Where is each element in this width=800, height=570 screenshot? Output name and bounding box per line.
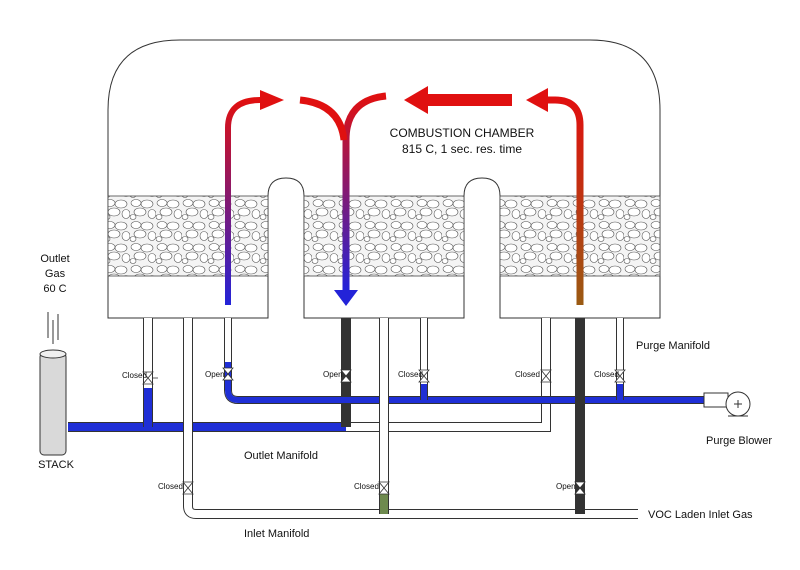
valve-label-purge-3: Closed [594,370,619,379]
valve-label-inlet-2: Closed [354,482,379,491]
valve-label-inlet-1: Closed [158,482,183,491]
valve-purge-2[interactable] [418,369,430,383]
flow-arrow-middle-down [334,290,358,306]
valve-label-outlet-2: Open [323,370,343,379]
hot-gas-flow [225,86,584,306]
valve-purge-1[interactable] [222,367,234,381]
chamber-subtitle: 815 C, 1 sec. res. time [402,142,522,156]
flow-arrow-left-bed [260,90,284,110]
voc-inlet-label: VOC Laden Inlet Gas [648,509,753,521]
valve-outlet-3[interactable] [540,369,552,383]
outlet-gas-label-1: Outlet [40,253,69,265]
inlet-manifold-pipe [183,318,638,519]
valve-label-inlet-3: Open [556,482,576,491]
flow-arrow-right-bed [526,88,548,112]
outlet-gas-label-3: 60 C [43,283,66,295]
purge-manifold-label: Purge Manifold [636,340,710,352]
valve-label-outlet-1: Closed [122,371,147,380]
media-bed-middle [303,195,465,277]
outlet-manifold-label: Outlet Manifold [244,450,318,462]
flow-arrow-top-center [404,86,428,114]
stack [39,312,67,456]
valve-label-outlet-3: Closed [515,370,540,379]
valve-label-purge-1: Open [205,370,225,379]
chamber-title: COMBUSTION CHAMBER [390,126,535,140]
purge-manifold-pipe [224,318,706,404]
valve-inlet-2[interactable] [378,481,390,495]
purge-blower-label: Purge Blower [706,435,772,447]
inlet-manifold-label: Inlet Manifold [244,528,309,540]
media-bed-left [107,195,269,277]
purge-blower [703,391,751,417]
valve-inlet-1[interactable] [182,481,194,495]
valve-outlet-1[interactable] [142,371,158,385]
outlet-gas-label-2: Gas [45,268,66,280]
valve-outlet-2[interactable] [340,369,352,383]
valve-purge-3[interactable] [614,369,626,383]
valve-label-purge-2: Closed [398,370,423,379]
valve-inlet-3[interactable] [574,481,586,495]
stack-label: STACK [38,459,75,471]
